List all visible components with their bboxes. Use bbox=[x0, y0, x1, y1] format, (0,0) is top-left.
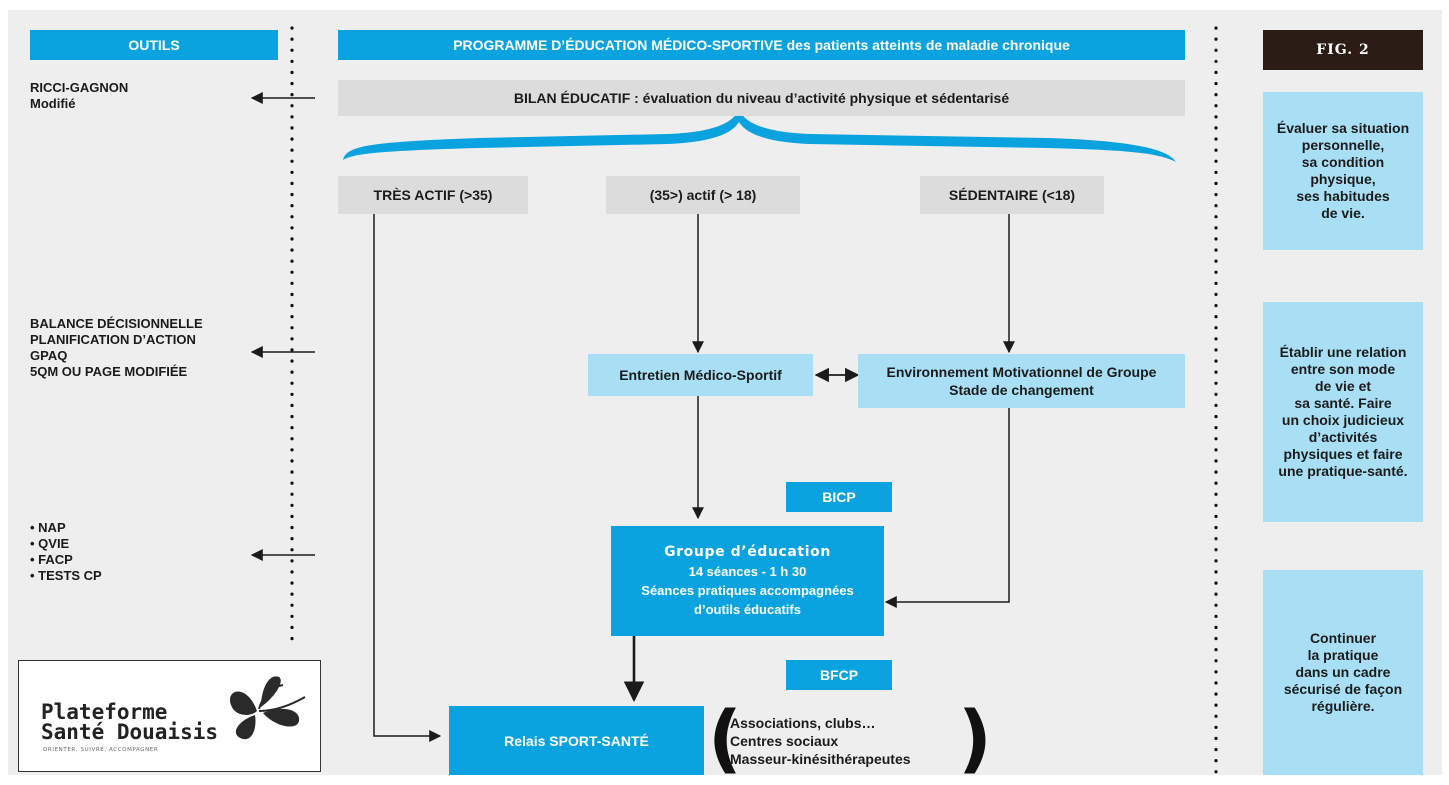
objective-line: Évaluer sa situation bbox=[1276, 120, 1410, 136]
objective-line: régulière. bbox=[1311, 698, 1375, 714]
level-tres-actif: TRÈS ACTIF (>35) bbox=[338, 176, 528, 214]
objective-line: la pratique bbox=[1307, 647, 1379, 663]
relais-sport-sante-box: Relais SPORT-SANTÉ bbox=[449, 706, 704, 775]
tools-group-2: BALANCE DÉCISIONNELLE PLANIFICATION D’AC… bbox=[30, 316, 280, 380]
groupe-education-box: Groupe d’éducation 14 séances - 1 h 30 S… bbox=[611, 526, 884, 636]
objective-box-1: Évaluer sa situation personnelle, sa con… bbox=[1263, 92, 1423, 250]
objective-line: personnelle, bbox=[1301, 137, 1385, 153]
groupe-line-2: Séances pratiques accompagnées bbox=[641, 583, 854, 598]
objective-line: sa condition bbox=[1301, 154, 1385, 170]
connectors-layer bbox=[250, 26, 1218, 774]
tool-item: • NAP bbox=[30, 520, 66, 535]
groupe-line-1: 14 séances - 1 h 30 bbox=[688, 564, 807, 579]
objective-line: d’activités bbox=[1308, 429, 1378, 445]
objective-box-3: Continuer la pratique dans un cadre sécu… bbox=[1263, 570, 1423, 775]
partners-list: Associations, clubs… Centres sociaux Mas… bbox=[730, 714, 970, 774]
environnement-box: Environnement Motivationnel de Groupe St… bbox=[858, 354, 1185, 408]
objective-line: Continuer bbox=[1309, 630, 1377, 646]
brace bbox=[343, 108, 1176, 162]
plateforme-logo: Plateforme Santé Douaisis ORIENTER, SUIV… bbox=[18, 660, 321, 772]
objective-line: de vie et bbox=[1314, 378, 1372, 394]
tools-group-1: RICCI-GAGNON Modifié bbox=[30, 80, 270, 112]
tool-item: Modifié bbox=[30, 96, 76, 111]
objective-line: sa santé. Faire bbox=[1294, 395, 1392, 411]
objective-line: physique, bbox=[1310, 171, 1376, 187]
partners-open-paren: ( bbox=[708, 696, 742, 782]
bicp-label: BICP bbox=[786, 482, 892, 512]
program-header: PROGRAMME D’ÉDUCATION MÉDICO-SPORTIVE de… bbox=[338, 30, 1185, 60]
butterfly-logo-icon bbox=[229, 676, 306, 740]
objective-line: physiques et faire bbox=[1283, 446, 1403, 462]
partners-close-paren: ) bbox=[958, 696, 992, 782]
tool-item: • TESTS CP bbox=[30, 568, 102, 583]
tool-item: RICCI-GAGNON bbox=[30, 80, 129, 95]
arrow-env-groupe bbox=[884, 408, 1010, 608]
objective-line: une pratique-santé. bbox=[1278, 463, 1408, 479]
tool-item: 5QM OU PAGE MODIFIÉE bbox=[30, 364, 188, 379]
logo-tagline: ORIENTER, SUIVRE, ACCOMPAGNER bbox=[43, 747, 159, 753]
figure-canvas: OUTILS PROGRAMME D’ÉDUCATION MÉDICO-SPOR… bbox=[8, 10, 1442, 782]
tool-item: • QVIE bbox=[30, 536, 70, 551]
tool-item: PLANIFICATION D’ACTION bbox=[30, 332, 196, 347]
tools-header: OUTILS bbox=[30, 30, 278, 60]
entretien-box: Entretien Médico-Sportif bbox=[588, 354, 813, 396]
logo-line-2: Santé Douaisis bbox=[41, 720, 219, 744]
partner-item: Masseur-kinésithérapeutes bbox=[730, 751, 911, 767]
level-sedentaire: SÉDENTAIRE (<18) bbox=[920, 176, 1104, 214]
objective-line: ses habitudes bbox=[1296, 188, 1390, 204]
objective-line: de vie. bbox=[1321, 205, 1365, 221]
tool-item: • FACP bbox=[30, 552, 73, 567]
objective-line: un choix judicieux bbox=[1281, 412, 1405, 428]
groupe-title: Groupe d’éducation bbox=[664, 544, 831, 560]
arrow-tresactif-relais bbox=[373, 210, 442, 742]
objective-line: entre son mode bbox=[1290, 361, 1396, 377]
bilan-educatif-box: BILAN ÉDUCATIF : évaluation du niveau d’… bbox=[338, 80, 1185, 116]
bfcp-label: BFCP bbox=[786, 660, 892, 690]
environnement-line-1: Environnement Motivationnel de Groupe bbox=[886, 364, 1157, 380]
tools-group-3: • NAP • QVIE • FACP • TESTS CP bbox=[30, 520, 270, 584]
partner-item: Associations, clubs… bbox=[730, 715, 876, 731]
level-actif: (35>) actif (> 18) bbox=[606, 176, 800, 214]
partner-item: Centres sociaux bbox=[730, 733, 839, 749]
tool-item: BALANCE DÉCISIONNELLE bbox=[30, 316, 203, 331]
groupe-line-3: d’outils éducatifs bbox=[694, 602, 801, 617]
logo-line-1: Plateforme bbox=[41, 700, 168, 724]
objective-line: sécurisé de façon bbox=[1283, 681, 1403, 697]
environnement-line-2: Stade de changement bbox=[949, 382, 1094, 398]
figure-label: FIG. 2 bbox=[1263, 30, 1423, 70]
objective-box-2: Établir une relation entre son mode de v… bbox=[1263, 302, 1423, 522]
objective-line: dans un cadre bbox=[1295, 664, 1391, 680]
tool-item: GPAQ bbox=[30, 348, 68, 363]
objective-line: Établir une relation bbox=[1279, 344, 1407, 360]
